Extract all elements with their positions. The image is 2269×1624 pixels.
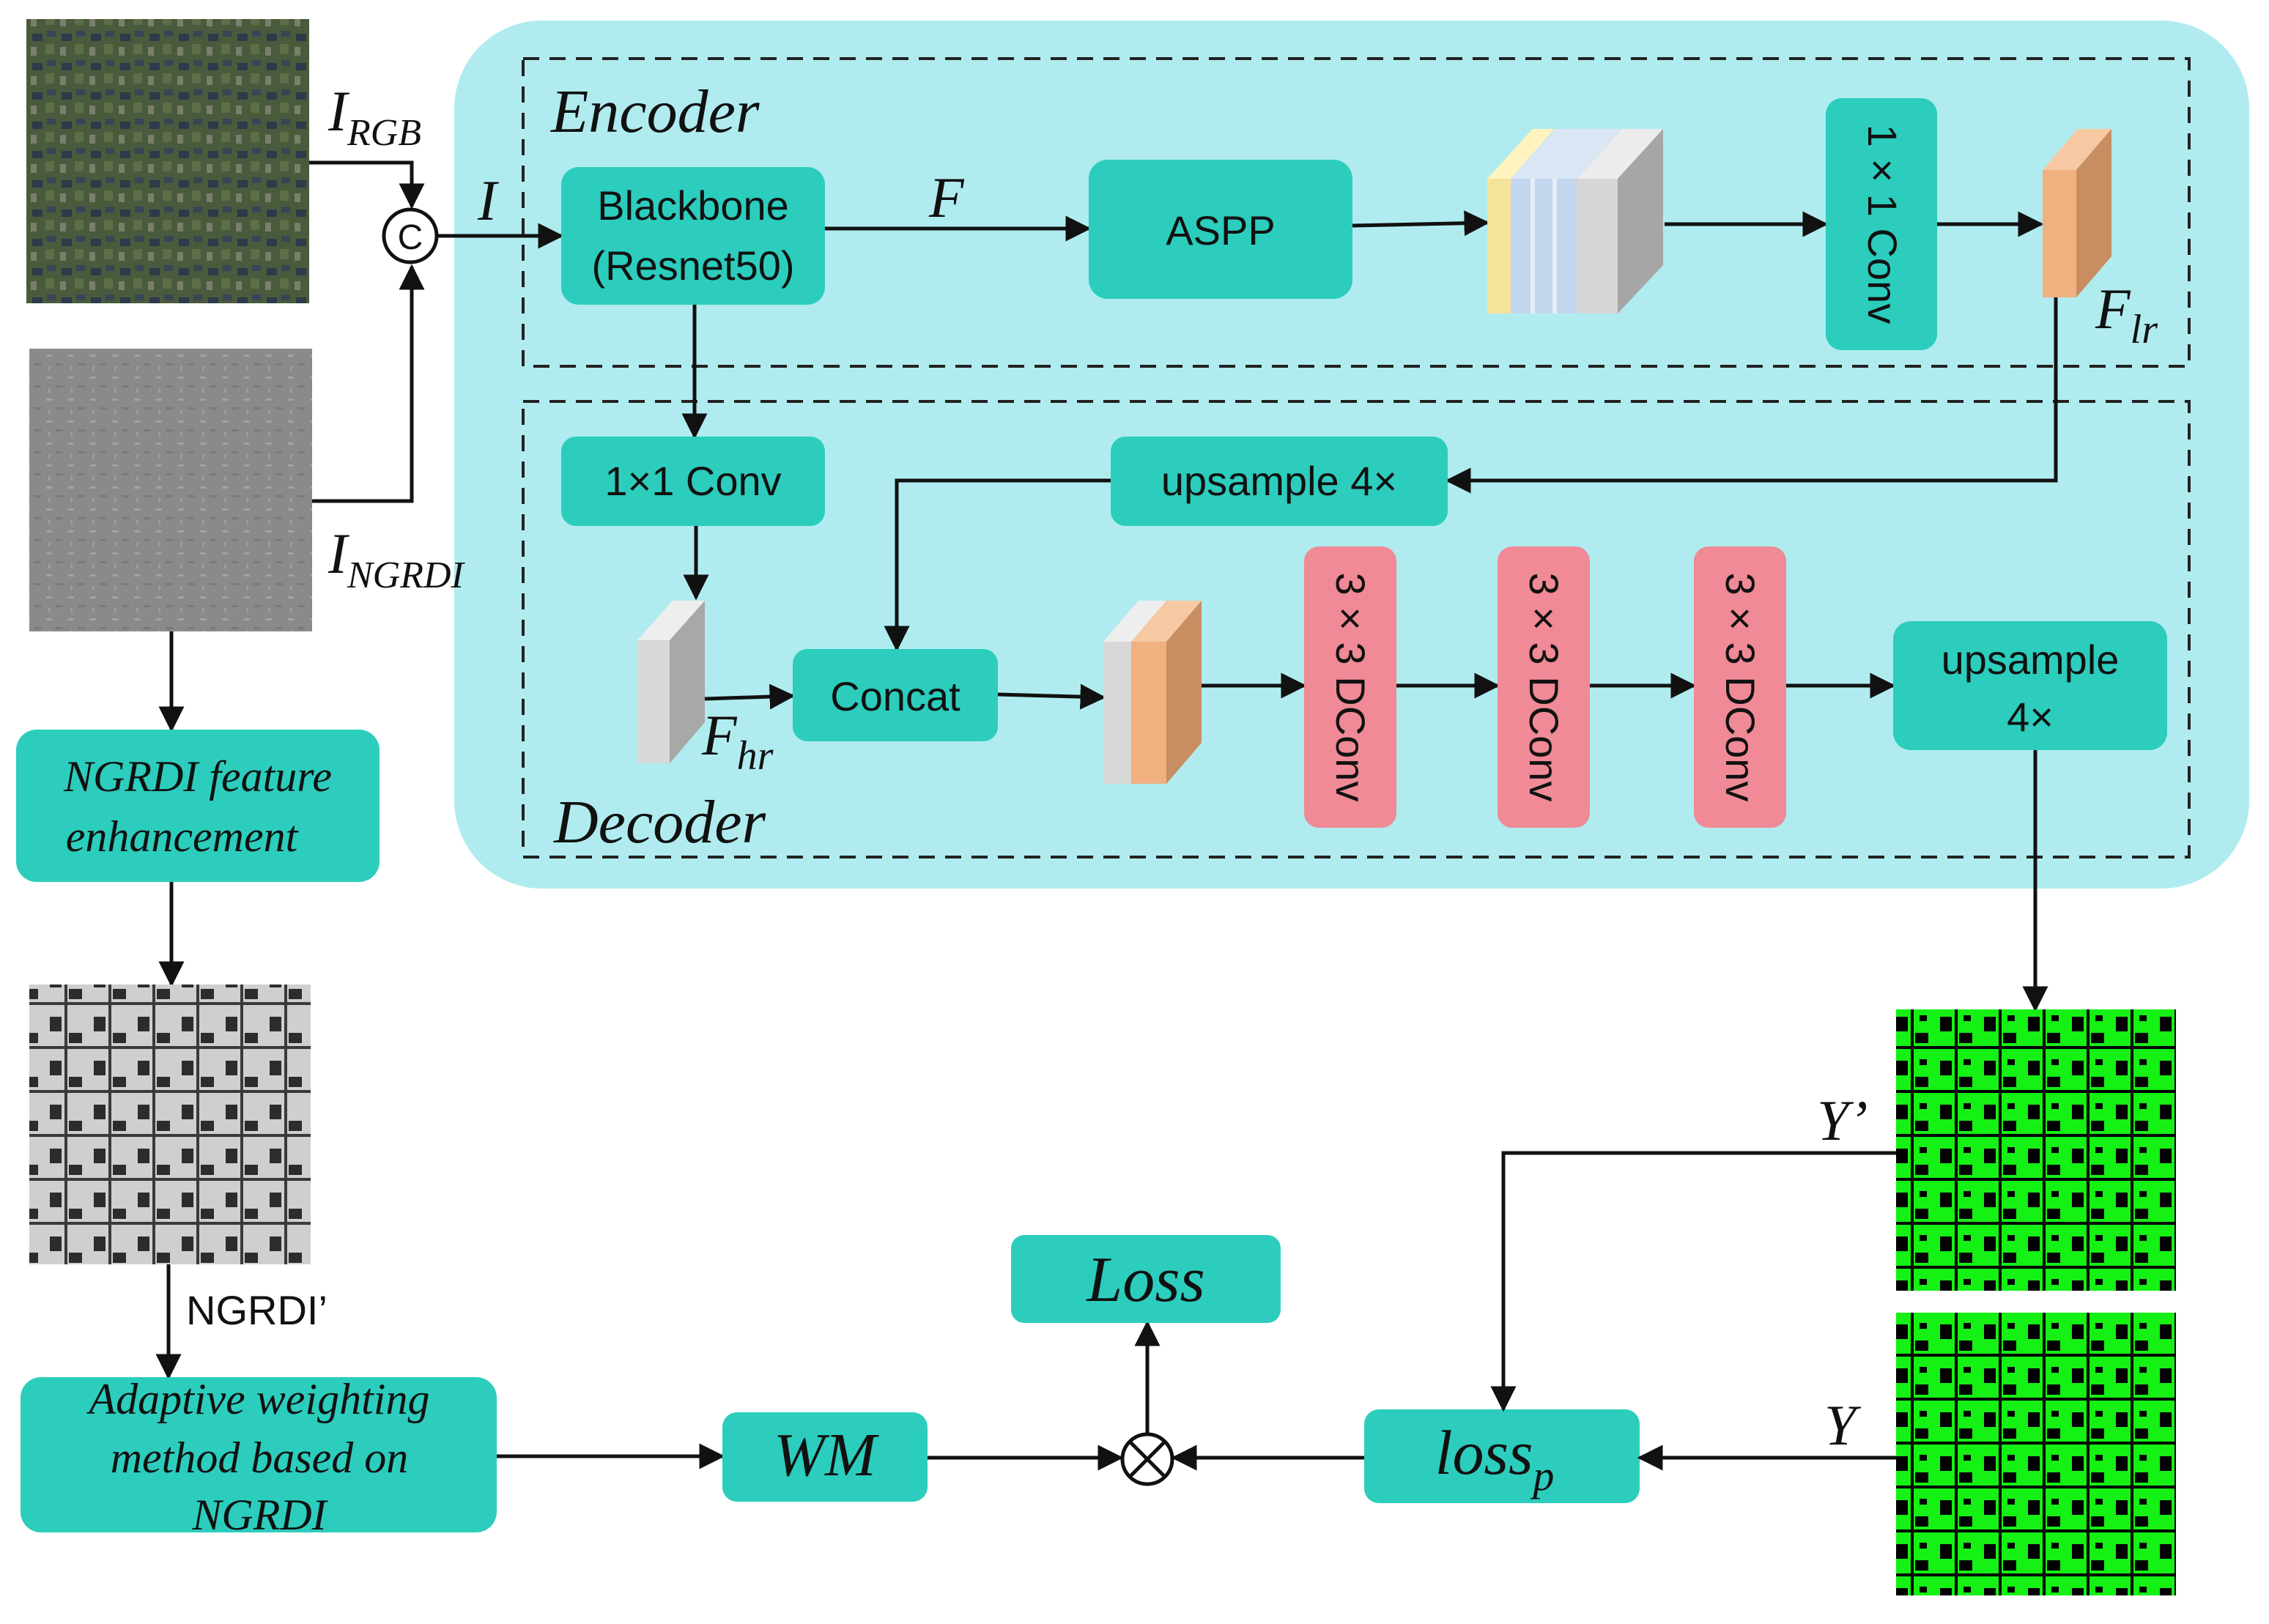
adaptive-weighting-block [21,1377,497,1532]
concat-block [793,649,998,741]
svg-text:ASPP: ASPP [1166,207,1275,253]
dconv-block-3 [1694,546,1786,828]
svg-text:C: C [398,218,423,257]
encoder-title: Encoder [550,78,760,146]
rgb-input-label: IRGB [327,79,421,154]
svg-text:WM: WM [774,1421,879,1489]
dconv-block-1 [1304,546,1396,828]
decoder-title: Decoder [553,788,766,856]
multiply-icon [1120,1432,1174,1486]
decoder-upsample-block [1111,437,1448,526]
svg-text:enhancement: enhancement [66,812,299,861]
output-upsample-block [1893,621,2167,750]
svg-text:Blackbone: Blackbone [597,182,789,229]
svg-text:Adaptive weighting: Adaptive weighting [86,1375,430,1423]
aspp-feature-stack-icon [1487,129,1663,314]
svg-text:upsample 4×: upsample 4× [1161,458,1397,504]
concat-output-feature-icon [1103,601,1202,784]
ngrdi-prime-label: NGRDI’ [186,1287,327,1333]
decoder-region [522,400,2191,859]
svg-text:3 × 3 DConv: 3 × 3 DConv [1328,573,1374,802]
svg-text:Concat: Concat [830,673,960,719]
svg-text:(Resnet50): (Resnet50) [591,242,794,289]
feature-label: F [928,166,965,229]
concat-output-label: I [477,168,500,232]
svg-text:method based on: method based on [111,1434,409,1482]
ground-truth-label: Y [1824,1393,1862,1457]
aspp-block [1089,160,1352,299]
svg-text:1 × 1 Conv: 1 × 1 Conv [1859,125,1906,324]
pixel-loss-block [1364,1409,1640,1503]
decoder-conv1x1-block [561,437,825,526]
rgb-input-image [26,19,309,303]
loss-block [1011,1235,1281,1323]
svg-text:3 × 3 DConv: 3 × 3 DConv [1521,573,1567,802]
svg-text:upsample: upsample [1942,637,2120,683]
svg-text:NGRDI: NGRDI [191,1491,328,1539]
prediction-label: Y’ [1817,1089,1868,1152]
encoder-region [522,57,2191,368]
svg-text:3 × 3 DConv: 3 × 3 DConv [1717,573,1763,802]
flr-label: Flr [2095,277,2158,352]
svg-text:NGRDI feature: NGRDI feature [63,752,332,801]
svg-text:1×1 Conv: 1×1 Conv [604,458,781,504]
flr-feature-icon [2043,129,2111,297]
ngrdi-input-image [29,349,312,631]
encoder-conv1x1-block [1826,98,1937,350]
svg-text:Loss: Loss [1085,1245,1204,1316]
fhr-label: Fhr [701,703,774,779]
backbone-block [561,167,825,305]
ngrdi-enhancement-block [16,730,380,882]
fhr-feature-icon [637,601,705,763]
enhanced-ngrdi-image [29,985,311,1264]
svg-text:4×: 4× [2007,694,2054,740]
weight-map-block [722,1412,928,1502]
ngrdi-input-label: INGRDI [327,522,466,596]
dconv-block-2 [1498,546,1590,828]
prediction-image [1896,1009,2176,1291]
svg-text:lossp: lossp [1435,1417,1555,1499]
ground-truth-image [1896,1313,2176,1595]
